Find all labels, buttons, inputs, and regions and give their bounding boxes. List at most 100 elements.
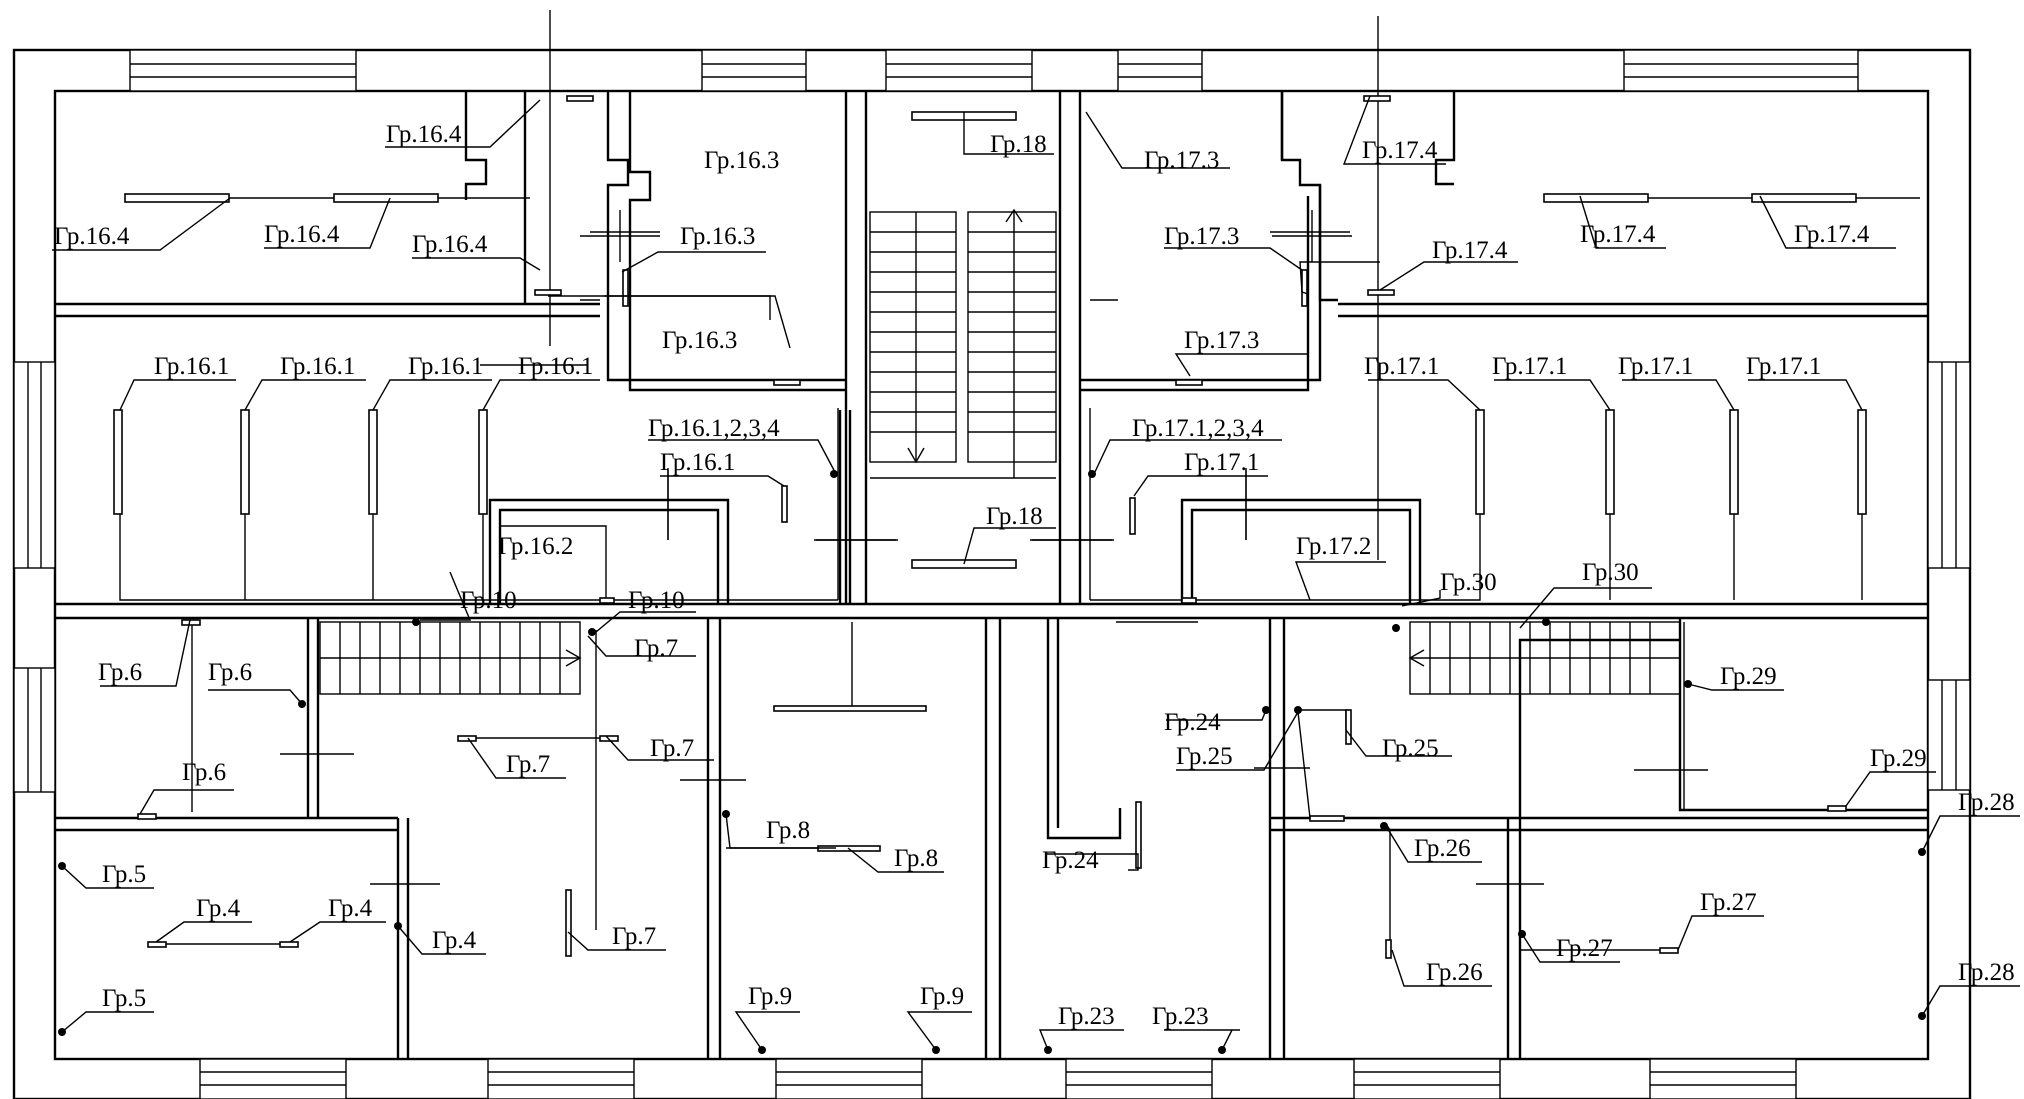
label-gr27: Гр.27: [1700, 889, 1757, 916]
label-gr10: Гр.10: [628, 587, 685, 614]
lamp: [1363, 95, 1391, 102]
lamp: [1385, 939, 1392, 959]
lamp: [1475, 409, 1485, 515]
label-gr17-3: Гр.17.3: [1144, 147, 1219, 174]
label-gr16-1: Гр.16.1: [518, 353, 593, 380]
label-gr26: Гр.26: [1426, 959, 1483, 986]
label-gr28: Гр.28: [1958, 789, 2015, 816]
label-gr6: Гр.6: [208, 659, 252, 686]
label-gr27: Гр.27: [1556, 935, 1613, 962]
lamp: [478, 409, 488, 515]
lamp: [124, 193, 230, 203]
lamp: [1857, 409, 1867, 515]
label-gr16-4: Гр.16.4: [412, 231, 488, 258]
lamp: [1543, 193, 1649, 203]
label-gr9: Гр.9: [920, 983, 964, 1010]
label-gr16-1: Гр.16.1: [660, 449, 735, 476]
label-gr26: Гр.26: [1414, 835, 1471, 862]
lamp: [1175, 379, 1203, 386]
label-gr16-1: Гр.16.1: [408, 353, 483, 380]
label-gr17-1: Гр.17.1: [1618, 353, 1693, 380]
lamp: [1729, 409, 1739, 515]
label-gr7: Гр.7: [506, 751, 550, 778]
label-gr25: Гр.25: [1382, 735, 1439, 762]
lamp: [534, 289, 562, 296]
lamp: [599, 597, 615, 604]
label-gr30: Гр.30: [1582, 559, 1639, 586]
label-gr18: Гр.18: [986, 503, 1043, 530]
label-gr17-1: Гр.17.1: [1184, 449, 1259, 476]
right-staircase: [1408, 621, 1681, 695]
label-gr16-3: Гр.16.3: [662, 327, 737, 354]
lamp: [622, 269, 629, 307]
lamp: [1181, 597, 1197, 604]
label-gr16-3: Гр.16.3: [704, 147, 779, 174]
lamp: [565, 889, 572, 957]
label-gr16-4: Гр.16.4: [54, 223, 130, 250]
label-gr17-4: Гр.17.4: [1432, 237, 1508, 264]
lamp: [773, 705, 927, 712]
lamp: [181, 619, 201, 626]
lamp: [566, 95, 594, 102]
label-gr17-1: Гр.17.1: [1364, 353, 1439, 380]
lamp: [1659, 947, 1679, 954]
label-gr6: Гр.6: [182, 759, 226, 786]
lamp: [240, 409, 250, 515]
label-gr16-2: Гр.16.2: [498, 533, 573, 560]
lamp: [113, 409, 123, 515]
label-gr17-1: Гр.17.1: [1492, 353, 1567, 380]
label-gr24: Гр.24: [1042, 847, 1099, 874]
lamp: [1827, 805, 1847, 812]
lamp: [773, 379, 801, 386]
lamp: [1605, 409, 1615, 515]
label-gr17-2: Гр.17.2: [1296, 533, 1371, 560]
label-gr8: Гр.8: [766, 817, 810, 844]
label-gr4: Гр.4: [196, 895, 241, 922]
label-gr16-1: Гр.16.1: [154, 353, 229, 380]
lamp: [1345, 709, 1352, 745]
label-gr17-1: Гр.17.1: [1746, 353, 1821, 380]
lamp: [279, 941, 299, 948]
label-gr28: Гр.28: [1958, 959, 2015, 986]
label-gr29: Гр.29: [1720, 663, 1777, 690]
lamp: [137, 813, 157, 820]
leader-lines: [52, 95, 2020, 1051]
label-gr4: Гр.4: [328, 895, 373, 922]
label-gr8: Гр.8: [894, 845, 938, 872]
lamp: [1129, 497, 1136, 535]
label-gr17-3: Гр.17.3: [1184, 327, 1259, 354]
label-gr7: Гр.7: [650, 735, 694, 762]
lamp: [333, 193, 439, 203]
lamp: [1309, 815, 1345, 822]
label-gr16-1: Гр.16.1: [280, 353, 355, 380]
label-gr25: Гр.25: [1176, 743, 1233, 770]
windows: [13, 49, 1971, 1099]
label-gr7: Гр.7: [634, 635, 678, 662]
label-gr17-4: Гр.17.4: [1580, 221, 1656, 248]
label-gr17-4: Гр.17.4: [1362, 137, 1438, 164]
label-gr18: Гр.18: [990, 131, 1047, 158]
label-gr4: Гр.4: [432, 927, 477, 954]
label-gr17-4: Гр.17.4: [1794, 221, 1870, 248]
label-gr23: Гр.23: [1058, 1003, 1115, 1030]
lamp: [368, 409, 378, 515]
switches: [58, 470, 1926, 1054]
label-gr5: Гр.5: [102, 861, 146, 888]
lamp: [1751, 193, 1857, 203]
left-staircase: [319, 621, 582, 695]
lamp: [457, 735, 477, 742]
label-gr5: Гр.5: [102, 985, 146, 1012]
label-gr6: Гр.6: [98, 659, 142, 686]
label-gr16-4: Гр.16.4: [264, 221, 340, 248]
label-gr16-3: Гр.16.3: [680, 223, 755, 250]
label-gr23: Гр.23: [1152, 1003, 1209, 1030]
circuit-labels: Гр.16.4 Гр.16.4 Гр.16.4 Гр.16.4 Гр.16.3 …: [54, 121, 2015, 1030]
room-markers: [280, 210, 1708, 885]
label-gr29: Гр.29: [1870, 745, 1927, 772]
label-gr24: Гр.24: [1164, 709, 1221, 736]
label-gr7: Гр.7: [612, 923, 656, 950]
label-gr17-3: Гр.17.3: [1164, 223, 1239, 250]
lamp: [781, 485, 788, 523]
lamp: [1367, 289, 1395, 296]
label-gr30: Гр.30: [1440, 569, 1497, 596]
